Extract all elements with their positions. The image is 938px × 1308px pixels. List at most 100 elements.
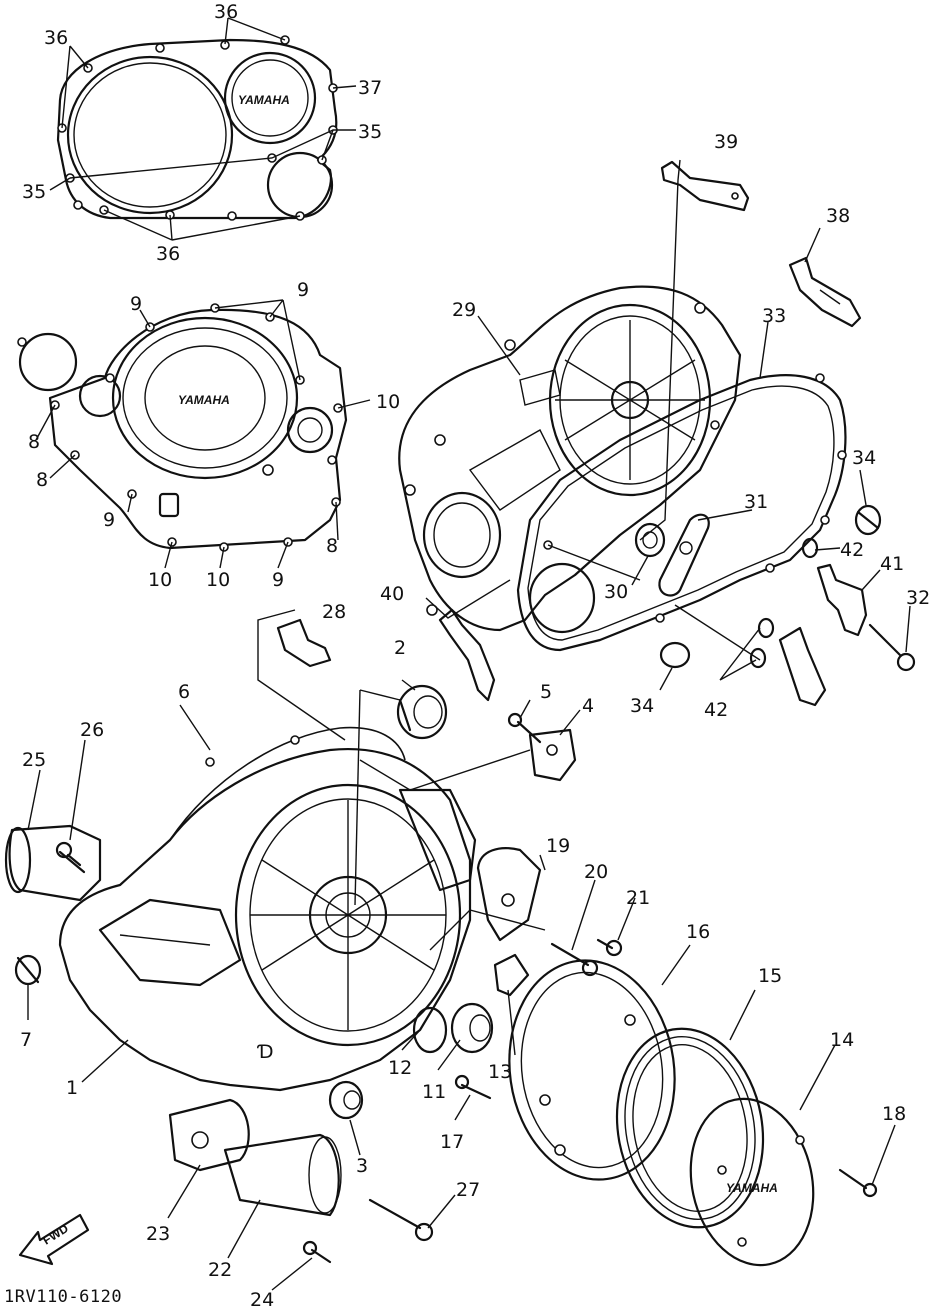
screw-5 [507,712,542,744]
upper-cover-logo: YAMAHA [238,93,290,107]
outer-cover-14: YAMAHA [689,1097,815,1267]
label-31: 31 [744,491,768,513]
label-41: 41 [880,553,904,575]
o-ring-12 [412,1006,448,1054]
gasket-15 [615,1027,765,1229]
label-8-c: 8 [326,535,338,557]
label-29: 29 [452,299,476,321]
lower-gasket-location-view: YAMAHA [17,299,371,569]
label-30: 30 [604,581,628,603]
cover-mark-d: Ɗ [257,1041,274,1063]
label-24: 24 [250,1289,274,1308]
label-28: 28 [322,601,346,623]
label-12: 12 [388,1057,412,1079]
crankcase-cover-1: Ɗ [58,748,477,1092]
gasket-33 [516,373,847,652]
upper-gasket-location-view: YAMAHA [49,17,357,241]
screw-17 [454,1074,492,1100]
label-9-b: 9 [297,279,309,301]
bearing-2 [396,684,448,740]
label-32: 32 [906,587,930,609]
washer-42 [749,537,819,669]
leader-lines [27,159,911,1291]
clamp-28 [276,618,332,668]
label-21: 21 [626,887,650,909]
label-4: 4 [582,695,594,717]
label-10-b: 10 [148,569,172,591]
bracket-38 [788,256,862,328]
label-16: 16 [686,921,710,943]
label-5: 5 [540,681,552,703]
label-33: 33 [762,305,786,327]
label-36-top: 36 [214,1,238,23]
label-9-c: 9 [103,509,115,531]
bracket-41 [778,563,868,707]
label-11: 11 [422,1081,446,1103]
part-number-labels: 36 36 37 35 35 36 9 9 10 8 8 9 8 10 10 9… [4,1,930,1308]
label-22: 22 [208,1259,232,1281]
label-37: 37 [358,77,382,99]
label-8-b: 8 [36,469,48,491]
plate-13 [493,953,530,997]
label-3: 3 [356,1155,368,1177]
gasket-6 [169,726,406,841]
label-8-a: 8 [28,431,40,453]
label-14: 14 [830,1029,854,1051]
label-36-bottom: 36 [156,243,180,265]
label-1: 1 [66,1077,78,1099]
bolt-24 [302,1240,332,1264]
label-10-c: 10 [206,569,230,591]
label-20: 20 [584,861,608,883]
label-25: 25 [22,749,46,771]
starter-idler-22 [223,1133,342,1217]
label-23: 23 [146,1223,170,1245]
label-35-right: 35 [358,121,382,143]
gasket-16 [508,959,676,1181]
label-27: 27 [456,1179,480,1201]
label-39: 39 [714,131,738,153]
label-36-left: 36 [44,27,68,49]
long-bolt-27 [368,1198,434,1242]
label-35-left: 35 [22,181,46,203]
clip-40 [438,608,496,702]
label-15: 15 [758,965,782,987]
label-19: 19 [546,835,570,857]
gear-cover-23 [168,1098,250,1172]
cover-plate-4 [528,728,577,782]
label-13: 13 [488,1061,512,1083]
label-34-right: 34 [852,447,876,469]
label-17: 17 [440,1131,464,1153]
label-38: 38 [826,205,850,227]
bolt-20 [550,942,599,977]
label-18: 18 [882,1103,906,1125]
lower-cover-logo: YAMAHA [178,393,230,407]
label-26: 26 [80,719,104,741]
dowel-pin-7 [14,954,42,986]
label-9-a: 9 [130,293,142,315]
label-42-top: 42 [840,539,864,561]
label-40: 40 [380,583,404,605]
plug-11 [450,1002,494,1054]
bolt-26 [55,841,86,874]
cover-14-logo: YAMAHA [726,1181,778,1195]
label-6: 6 [178,681,190,703]
label-7: 7 [20,1029,32,1051]
bracket-39 [660,160,750,212]
inner-crankcase-cover-29 [398,285,742,632]
forward-direction-arrow: FWD [18,1213,90,1266]
dowel-pin-34b [659,641,691,669]
label-2: 2 [394,637,406,659]
label-9-d: 9 [272,569,284,591]
screw-18 [838,1168,878,1198]
dowel-pin-34a [854,504,882,536]
bolt-21 [596,938,623,957]
plate-19 [476,847,542,942]
bolt-32 [868,623,916,672]
reference-code: 1RV110-6120 [4,1287,122,1307]
plate-31 [658,513,710,597]
bushing-3 [328,1080,364,1120]
label-34-bottom: 34 [630,695,654,717]
label-42-bottom: 42 [704,699,728,721]
label-10-a: 10 [376,391,400,413]
